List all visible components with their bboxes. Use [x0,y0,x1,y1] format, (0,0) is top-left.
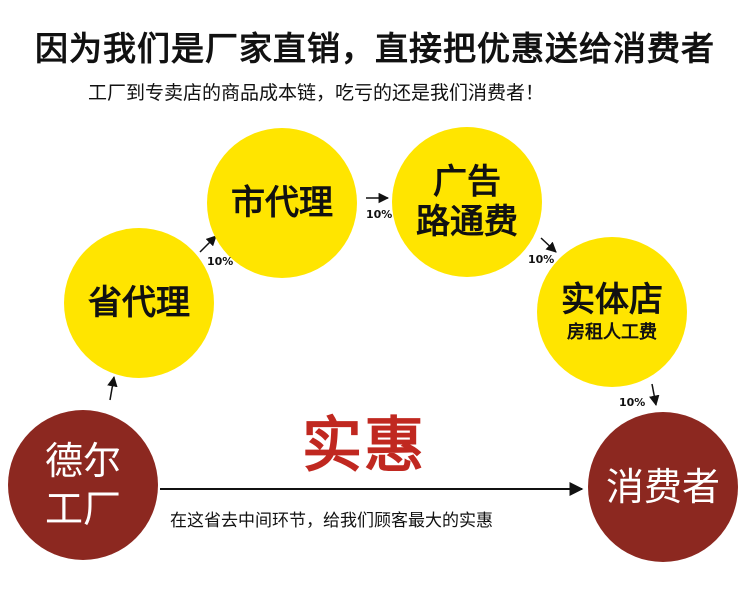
markup-label: 10% [366,208,393,221]
node-factory-line2: 工厂 [44,487,121,531]
subheadline: 工厂到专卖店的商品成本链，吃亏的还是我们消费者！ [88,82,545,104]
arrow-store-to-consumer [649,383,660,407]
node-advertising-line1: 广告 [433,162,501,202]
markup-label: 10% [528,253,555,266]
node-city-agent: 市代理 [207,128,357,278]
node-advertising-line2: 路通费 [416,202,518,242]
markup-label: 10% [619,396,646,409]
node-retail-store-label: 实体店 [561,280,663,320]
node-provincial-agent-label: 省代理 [88,283,190,323]
node-consumer-label: 消费者 [605,465,720,509]
node-factory-line1: 德尔 [44,439,121,483]
arrow-provincial-to-city [199,235,217,253]
node-retail-store: 实体店 房租人工费 [537,237,687,387]
node-retail-store-sublabel: 房租人工费 [567,322,657,343]
arrow-factory-to-provincial [107,375,118,401]
node-city-agent-label: 市代理 [231,183,333,223]
node-consumer: 消费者 [588,412,738,562]
headline: 因为我们是厂家直销，直接把优惠送给消费者 [35,29,715,68]
arrow-advertising-to-store [540,237,557,253]
savings-heading: 实惠 [302,411,426,481]
node-provincial-agent: 省代理 [64,228,214,378]
markup-label: 10% [207,255,234,268]
savings-caption: 在这省去中间环节，给我们顾客最大的实惠 [170,511,493,531]
node-advertising-fees: 广告 路通费 [392,127,542,277]
node-factory: 德尔 工厂 [8,410,158,560]
